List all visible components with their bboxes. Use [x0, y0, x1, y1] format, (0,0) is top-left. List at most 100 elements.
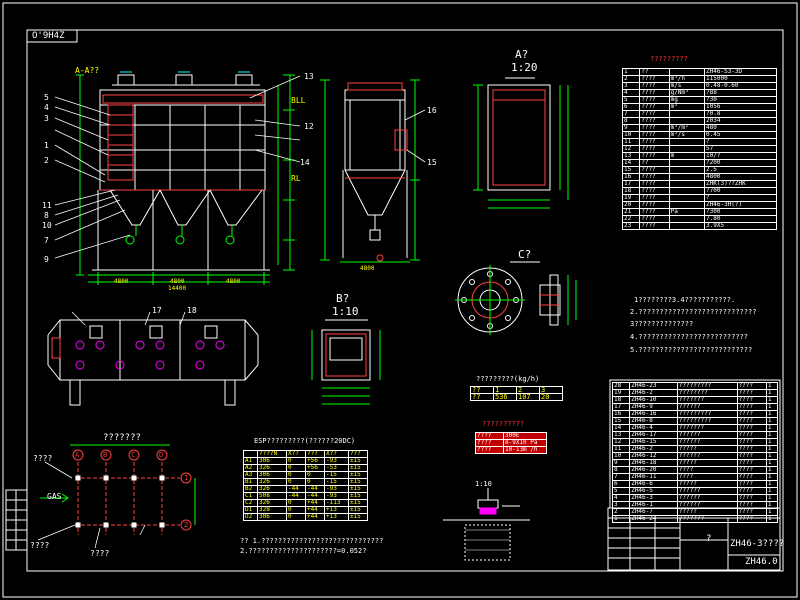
parts-list-cell: ???????: [676, 396, 738, 404]
parts-list-cell: ????: [736, 403, 767, 411]
parts-list-cell: 10: [611, 452, 631, 460]
parts-list-cell: 1: [765, 389, 779, 397]
parts-list-cell: 2: [611, 508, 631, 516]
tech-param-index: 18: [621, 187, 641, 195]
esp-cell: 306: [257, 471, 287, 479]
callout-16: 16: [427, 106, 437, 115]
esp-header-cell: X??: [285, 450, 306, 458]
tech-param-index: 21: [621, 208, 641, 216]
tech-params-row: 20????ZH46-3H(?): [621, 201, 777, 209]
tech-params-row: 14???200: [621, 159, 777, 167]
tech-param-value: ZHK(3)??ZHK: [704, 180, 777, 188]
callout-13: 13: [304, 72, 314, 81]
parts-list-cell: 1: [765, 438, 779, 446]
section-a-view: [473, 77, 569, 209]
parts-list-cell: ??????: [676, 501, 738, 509]
tech-param-index: 22: [621, 215, 641, 223]
esp-cell: 0: [285, 464, 306, 472]
parts-list-cell: ????: [736, 459, 767, 467]
tech-param-unit: Pa: [668, 208, 706, 216]
parts-list-cell: ZH46-17: [629, 431, 678, 439]
note-3: 3??????????????: [630, 320, 694, 328]
tech-param-name: ????: [639, 110, 670, 118]
parts-list-cell: ?????: [676, 445, 738, 453]
esp-header-cell: ????N: [257, 450, 287, 458]
parts-list-cell: ?????????: [676, 382, 738, 390]
parts-list-cell: ????????: [676, 389, 738, 397]
esp-cell: 326: [257, 499, 287, 507]
parts-list-cell: 28: [611, 382, 631, 390]
tech-param-index: 12: [621, 145, 641, 153]
parts-list-cell: 6: [611, 480, 631, 488]
section-a-title: A?: [515, 48, 529, 61]
tech-param-unit: m²: [668, 103, 706, 111]
parts-list-cell: 1: [765, 508, 779, 516]
tech-param-value: ?200: [704, 159, 777, 167]
tech-param-value: ?700: [704, 187, 777, 195]
tech-params-row: 12????57: [621, 145, 777, 153]
tech-param-value: ?0.8: [704, 110, 777, 118]
tech-param-name: ????: [639, 166, 670, 174]
parts-list-cell: ?????: [676, 508, 738, 516]
esp-cell: A2: [242, 464, 259, 472]
parts-list-cell: ZH46-9: [629, 403, 678, 411]
dim-span-2: 4800: [170, 278, 185, 285]
tech-param-index: 7: [621, 110, 641, 118]
parts-list-cell: ????: [736, 473, 767, 481]
tech-param-index: 16: [621, 173, 641, 181]
title-block-drawing-code: ZH46.0: [745, 557, 778, 567]
tech-params-row: 18?????700: [621, 187, 777, 195]
esp-cell: 326: [257, 485, 287, 493]
tech-param-unit: [668, 68, 706, 76]
parts-list-cell: ??????: [676, 452, 738, 460]
tech-param-unit: [668, 138, 706, 146]
callout-3: 3: [44, 114, 49, 123]
callout-4: 4: [44, 103, 49, 112]
detail-scale: 1:10: [475, 480, 492, 488]
parts-list-cell: 9: [611, 459, 631, 467]
note-5: 5.???????????????????????????: [630, 346, 753, 354]
elevation-label-rl: RL: [291, 174, 301, 183]
esp-cell: A3: [242, 471, 259, 479]
tech-param-value: ?300: [704, 208, 777, 216]
tech-param-name: ????: [639, 145, 670, 153]
parts-list-cell: ??????: [676, 431, 738, 439]
parts-list-cell: 1: [765, 480, 779, 488]
parts-list-cell: ZH46-24: [629, 515, 678, 523]
parts-list-cell: 1: [765, 452, 779, 460]
esp-note-2: 2.?????????????????????=0.052?: [240, 547, 367, 555]
tech-param-name: ????: [639, 96, 670, 104]
parts-list-cell: 8: [611, 466, 631, 474]
tech-param-unit: [668, 173, 706, 181]
parts-list-cell: ZH46-2: [629, 389, 678, 397]
esp-table-title: ESP?????????(??????20DC): [254, 437, 356, 445]
tech-param-index: 19: [621, 194, 641, 202]
esp-cell: 0: [285, 499, 306, 507]
callout-2: 2: [44, 156, 49, 165]
tech-param-index: 2: [621, 75, 641, 83]
gas-label: GAS: [47, 492, 62, 501]
tech-param-unit: [668, 222, 706, 230]
callout-12: 12: [304, 122, 314, 131]
esp-cell: -113: [323, 499, 349, 507]
parts-list-cell: ?????: [676, 459, 738, 467]
flow-value-cell: 20: [539, 393, 563, 401]
esp-cell: ±15: [347, 464, 369, 472]
tech-params-row: 4????g/Nm³?88: [621, 89, 777, 97]
tech-param-unit: [668, 201, 706, 209]
parts-list-cell: ZH46-8: [629, 417, 678, 425]
esp-cell: D2: [242, 513, 259, 521]
tech-param-unit: m²/s: [668, 131, 706, 139]
parts-list-cell: ZH46-10: [629, 396, 678, 404]
callout-14: 14: [300, 158, 310, 167]
